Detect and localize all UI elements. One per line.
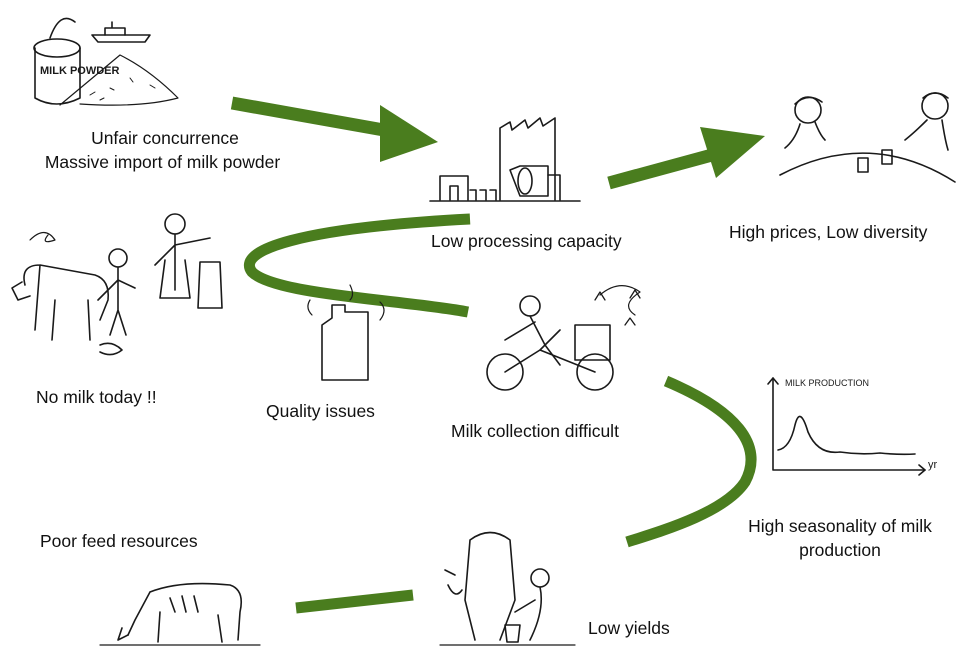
graph-y-label: MILK PRODUCTION <box>785 378 869 388</box>
label-quality: Quality issues <box>266 401 375 421</box>
bicycle-collector-icon <box>486 285 641 391</box>
arrow-processing-to-prices <box>607 127 765 190</box>
consumers-table-icon <box>779 92 956 183</box>
label-no-milk: No milk today !! <box>36 387 157 407</box>
label-import-title: Unfair concurrence <box>91 128 239 148</box>
label-yields: Low yields <box>588 618 670 638</box>
curve-processing-to-collection <box>243 213 471 318</box>
can-label: MILK POWDER <box>40 65 119 77</box>
label-processing: Low processing capacity <box>431 231 622 251</box>
factory-icon <box>429 117 581 202</box>
thin-cow-icon <box>99 582 261 646</box>
label-collection: Milk collection difficult <box>451 421 619 441</box>
label-seasonality-line1: High seasonality of milk <box>748 516 932 536</box>
label-seasonality-line2: production <box>799 540 881 560</box>
curve-collection-to-yields <box>625 375 757 548</box>
label-import-sub: Massive import of milk powder <box>44 152 281 172</box>
milk-powder-can-icon: MILK POWDER <box>33 17 179 106</box>
line-feed-to-yields <box>295 589 414 614</box>
farmers-cow-icon <box>11 213 223 356</box>
graph-x-label: yr <box>928 459 938 471</box>
arrow-import-to-processing <box>230 96 438 162</box>
connectors <box>230 96 765 614</box>
seasonality-graph-icon: MILK PRODUCTION yr <box>767 377 938 476</box>
jerrycan-icon <box>307 284 385 381</box>
label-prices: High prices, Low diversity <box>729 222 928 242</box>
label-feed: Poor feed resources <box>40 531 198 551</box>
milking-icon <box>439 531 576 646</box>
